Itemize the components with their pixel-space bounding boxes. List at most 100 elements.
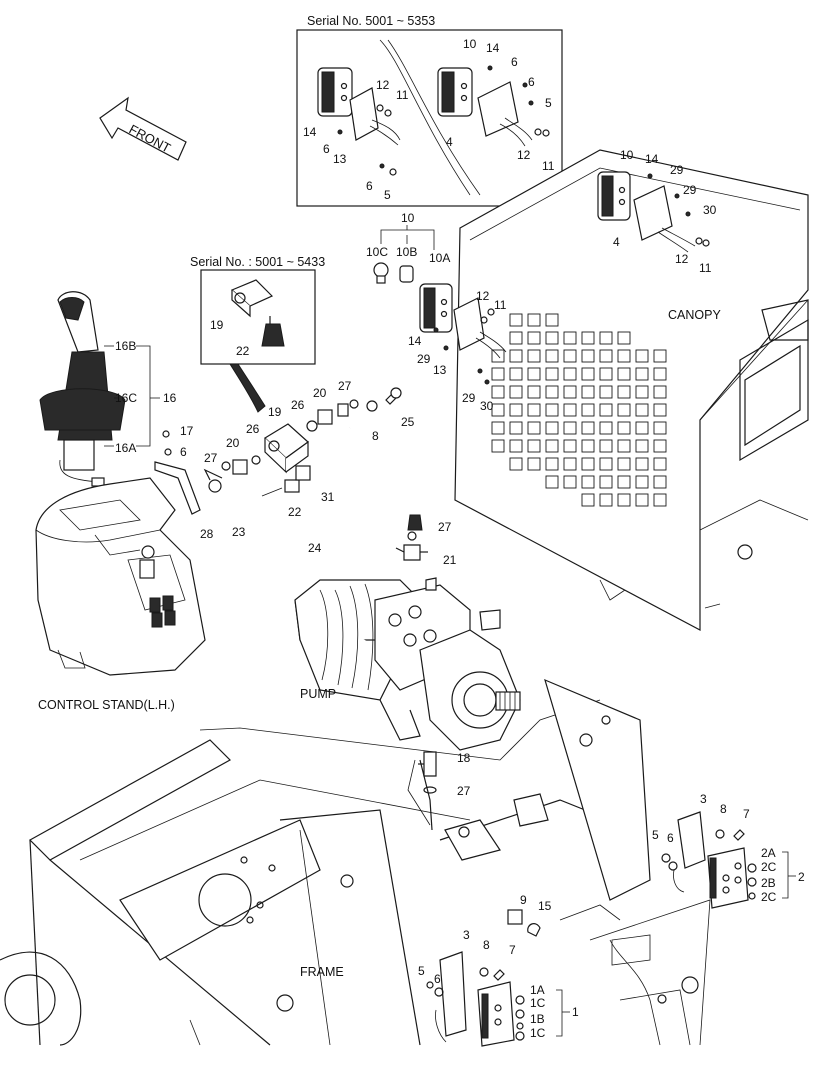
part-3-low: 3 (463, 928, 470, 942)
pump: PUMP (294, 577, 521, 751)
control-stand: CONTROL STAND(L.H.) (35, 477, 206, 712)
part-10a: 10A (429, 251, 450, 265)
part-26-a: 26 (291, 398, 305, 412)
part-29-mid-b: 29 (462, 391, 476, 405)
part-11-mid: 11 (494, 298, 507, 312)
part-10-right: 10 (620, 148, 634, 162)
part-5-top-b: 5 (384, 188, 391, 202)
part-27-a: 27 (338, 379, 352, 393)
part-10-top: 10 (463, 37, 477, 51)
top-inset: Serial No. 5001 ~ 5353 (296, 14, 563, 207)
part-6-low: 6 (434, 972, 441, 986)
part-1c-a: 1C (530, 996, 546, 1010)
part-6-top-c: 6 (323, 142, 330, 156)
part-15: 15 (538, 899, 552, 913)
part-5-top-a: 5 (545, 96, 552, 110)
part-8-mid: 8 (372, 429, 379, 443)
part-4-right: 4 (613, 235, 620, 249)
part-11-right: 11 (699, 261, 712, 275)
part-14-top-b: 14 (303, 125, 317, 139)
mid-lamp-group: 10 10C 10B 10A 12 11 14 29 13 29 30 (366, 211, 507, 413)
part-30-mid: 30 (480, 399, 494, 413)
part-10-mid: 10 (401, 211, 415, 225)
part-6-top-b: 6 (528, 75, 535, 89)
part-16c: 16C (115, 391, 137, 405)
part-6-right: 6 (667, 831, 674, 845)
mid-inset: Serial No. : 5001 ~ 5433 19 22 (190, 255, 325, 413)
part-19: 19 (268, 405, 282, 419)
frame-label: FRAME (300, 965, 344, 979)
part-16b: 16B (115, 339, 136, 353)
part-7-right: 7 (743, 807, 750, 821)
part-25: 25 (401, 415, 415, 429)
part-3-right: 3 (700, 792, 707, 806)
canopy-lamp-detail: 10 14 29 29 30 4 12 11 (597, 148, 717, 275)
part-14-right: 14 (645, 152, 659, 166)
part-8-right: 8 (720, 802, 727, 816)
part-24: 24 (308, 541, 322, 555)
part-2a: 2A (761, 846, 776, 860)
serial-mid-label: Serial No. : 5001 ~ 5433 (190, 255, 325, 269)
switch-group-2: 3 8 7 5 6 2A 2C 2B 2C 2 (652, 792, 805, 909)
bulb-10c (373, 262, 389, 284)
front-arrow: FRONT (99, 96, 187, 161)
part-6-top-a: 6 (511, 55, 518, 69)
part-2: 2 (798, 870, 805, 884)
part-2c-a: 2C (761, 860, 777, 874)
part-5-low: 5 (418, 964, 425, 978)
part-13-mid: 13 (433, 363, 447, 377)
joystick: 16B 16C 16 16A 17 6 (39, 291, 201, 515)
pump-label: PUMP (300, 687, 336, 701)
part-12-top-b: 12 (517, 148, 531, 162)
part-10c: 10C (366, 245, 388, 259)
part-4-top: 4 (446, 135, 453, 149)
part-22: 22 (288, 505, 302, 519)
canopy-label: CANOPY (668, 308, 721, 322)
part-21: 21 (443, 553, 457, 567)
part-2c-b: 2C (761, 890, 777, 904)
part-31: 31 (321, 490, 335, 504)
part-29-mid-a: 29 (417, 352, 431, 366)
part-6-top-d: 6 (366, 179, 373, 193)
canopy-grille (491, 313, 667, 507)
part-30-right: 30 (703, 203, 717, 217)
part-14-top: 14 (486, 41, 500, 55)
switch-group-1: 3 8 7 5 6 1A 1C 1B 1C 1 (418, 928, 579, 1047)
part-20-b: 20 (226, 436, 240, 450)
part-1b: 1B (530, 1012, 545, 1026)
part-17: 17 (180, 424, 194, 438)
control-stand-label: CONTROL STAND(L.H.) (38, 698, 175, 712)
part-14-mid: 14 (408, 334, 422, 348)
serial-top-label: Serial No. 5001 ~ 5353 (307, 14, 435, 28)
part-27-c: 27 (438, 520, 452, 534)
part-23: 23 (232, 525, 246, 539)
part-11-top-b: 11 (542, 159, 555, 173)
part-27-b: 27 (204, 451, 218, 465)
part-16a: 16A (115, 441, 136, 455)
part-1c-b: 1C (530, 1026, 546, 1040)
part-19-inset: 19 (210, 318, 224, 332)
part-2b: 2B (761, 876, 776, 890)
part-22-inset: 22 (236, 344, 250, 358)
part-29-right-a: 29 (670, 163, 684, 177)
part-20-a: 20 (313, 386, 327, 400)
work-lamp-left (317, 67, 401, 146)
part-27-d: 27 (457, 784, 471, 798)
part-12-top-a: 12 (376, 78, 390, 92)
part-7-low: 7 (509, 943, 516, 957)
part-12-mid: 12 (476, 289, 490, 303)
canopy: CANOPY (454, 149, 809, 631)
part-13-top: 13 (333, 152, 347, 166)
part-11-top-a: 11 (396, 88, 409, 102)
parts-9-15: 9 15 (507, 893, 552, 937)
part-28: 28 (200, 527, 214, 541)
part-6-cs: 6 (180, 445, 187, 459)
part-8-low: 8 (483, 938, 490, 952)
work-lamp-right (437, 67, 533, 147)
part-1a: 1A (530, 983, 545, 997)
part-5-right: 5 (652, 828, 659, 842)
valve-fittings: 19 26 20 27 8 25 20 26 27 22 31 28 23 24… (200, 379, 457, 567)
part-29-right-b: 29 (683, 183, 697, 197)
part-12-right: 12 (675, 252, 689, 266)
